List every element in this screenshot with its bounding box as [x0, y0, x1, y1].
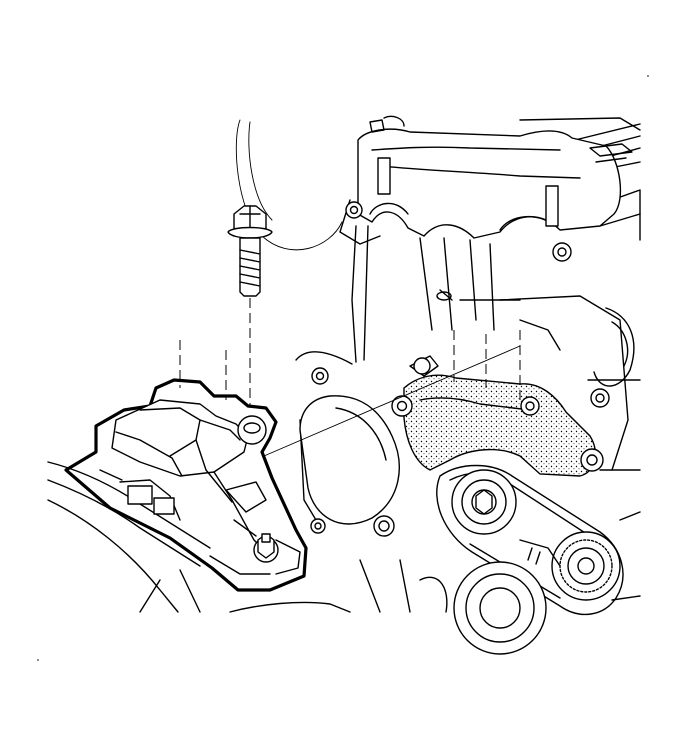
- engine-block: [235, 117, 641, 521]
- engine-mount-bracket: [391, 355, 604, 477]
- timing-cover: [299, 367, 400, 537]
- speck: [647, 75, 649, 77]
- lower-engine-area: [359, 469, 641, 613]
- engine-mount: [64, 378, 308, 592]
- speck: [37, 659, 39, 661]
- idler-pulley: [451, 469, 517, 535]
- exhaust-manifold: [339, 115, 633, 262]
- frame-rail: [47, 461, 351, 613]
- alignment-lines: [179, 298, 521, 457]
- mount-bolt: [227, 205, 273, 297]
- tensioner-pulley: [453, 531, 621, 655]
